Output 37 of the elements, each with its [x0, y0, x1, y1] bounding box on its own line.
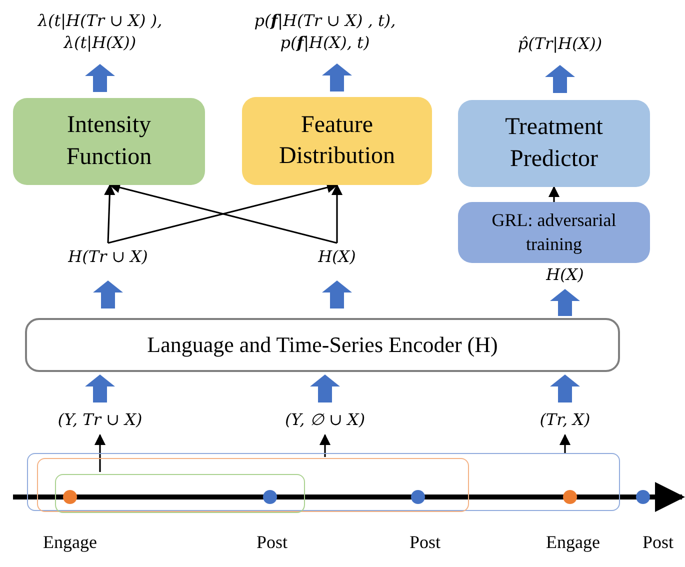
block-arrow	[93, 280, 123, 308]
block-arrow	[550, 374, 580, 402]
event-label: Post	[409, 532, 441, 553]
block-arrow	[322, 280, 352, 308]
formula-label: H(Tr ∪ X)	[58, 243, 158, 271]
formula-label: λ(t|H(Tr ∪ X) ), λ(t|H(X))	[15, 6, 185, 58]
event-label: Engage	[546, 532, 600, 553]
distribution-box: Feature Distribution	[242, 97, 432, 185]
block-arrow	[550, 289, 580, 316]
block-arrow	[310, 374, 340, 402]
arrow	[331, 184, 343, 243]
formula-label: H(X)	[530, 263, 600, 287]
event-label: Post	[642, 532, 674, 553]
arrow	[104, 184, 116, 244]
window-box	[37, 458, 469, 512]
block-arrow	[85, 64, 115, 92]
formula-label: H(X)	[302, 243, 372, 271]
arrow	[548, 186, 560, 202]
function-box: Intensity Function	[13, 98, 205, 185]
window-box	[55, 474, 305, 513]
arrow	[559, 434, 571, 453]
formula-label: p(f|H(Tr ∪ X) , t), p(f|H(X), t)	[225, 6, 425, 58]
arrow	[319, 434, 331, 457]
event-label: Engage	[43, 532, 97, 553]
grl-box: GRL: adversarial training	[458, 202, 650, 263]
encoder-box: Language and Time-Series Encoder (H)	[25, 318, 620, 372]
formula-label: (Y, ∅ ∪ X)	[275, 405, 375, 435]
predictor-box: Treatment Predictor	[458, 100, 650, 187]
window-box	[27, 453, 620, 511]
formula-label: (Y, Tr ∪ X)	[50, 405, 150, 435]
arrow	[94, 434, 106, 472]
formula-label: p̂(Tr|H(X))	[495, 30, 625, 58]
block-arrow	[85, 374, 115, 402]
block-arrow	[322, 64, 352, 92]
formula-label: (Tr, X)	[525, 405, 605, 435]
block-arrow	[545, 65, 575, 93]
event-label: Post	[256, 532, 288, 553]
